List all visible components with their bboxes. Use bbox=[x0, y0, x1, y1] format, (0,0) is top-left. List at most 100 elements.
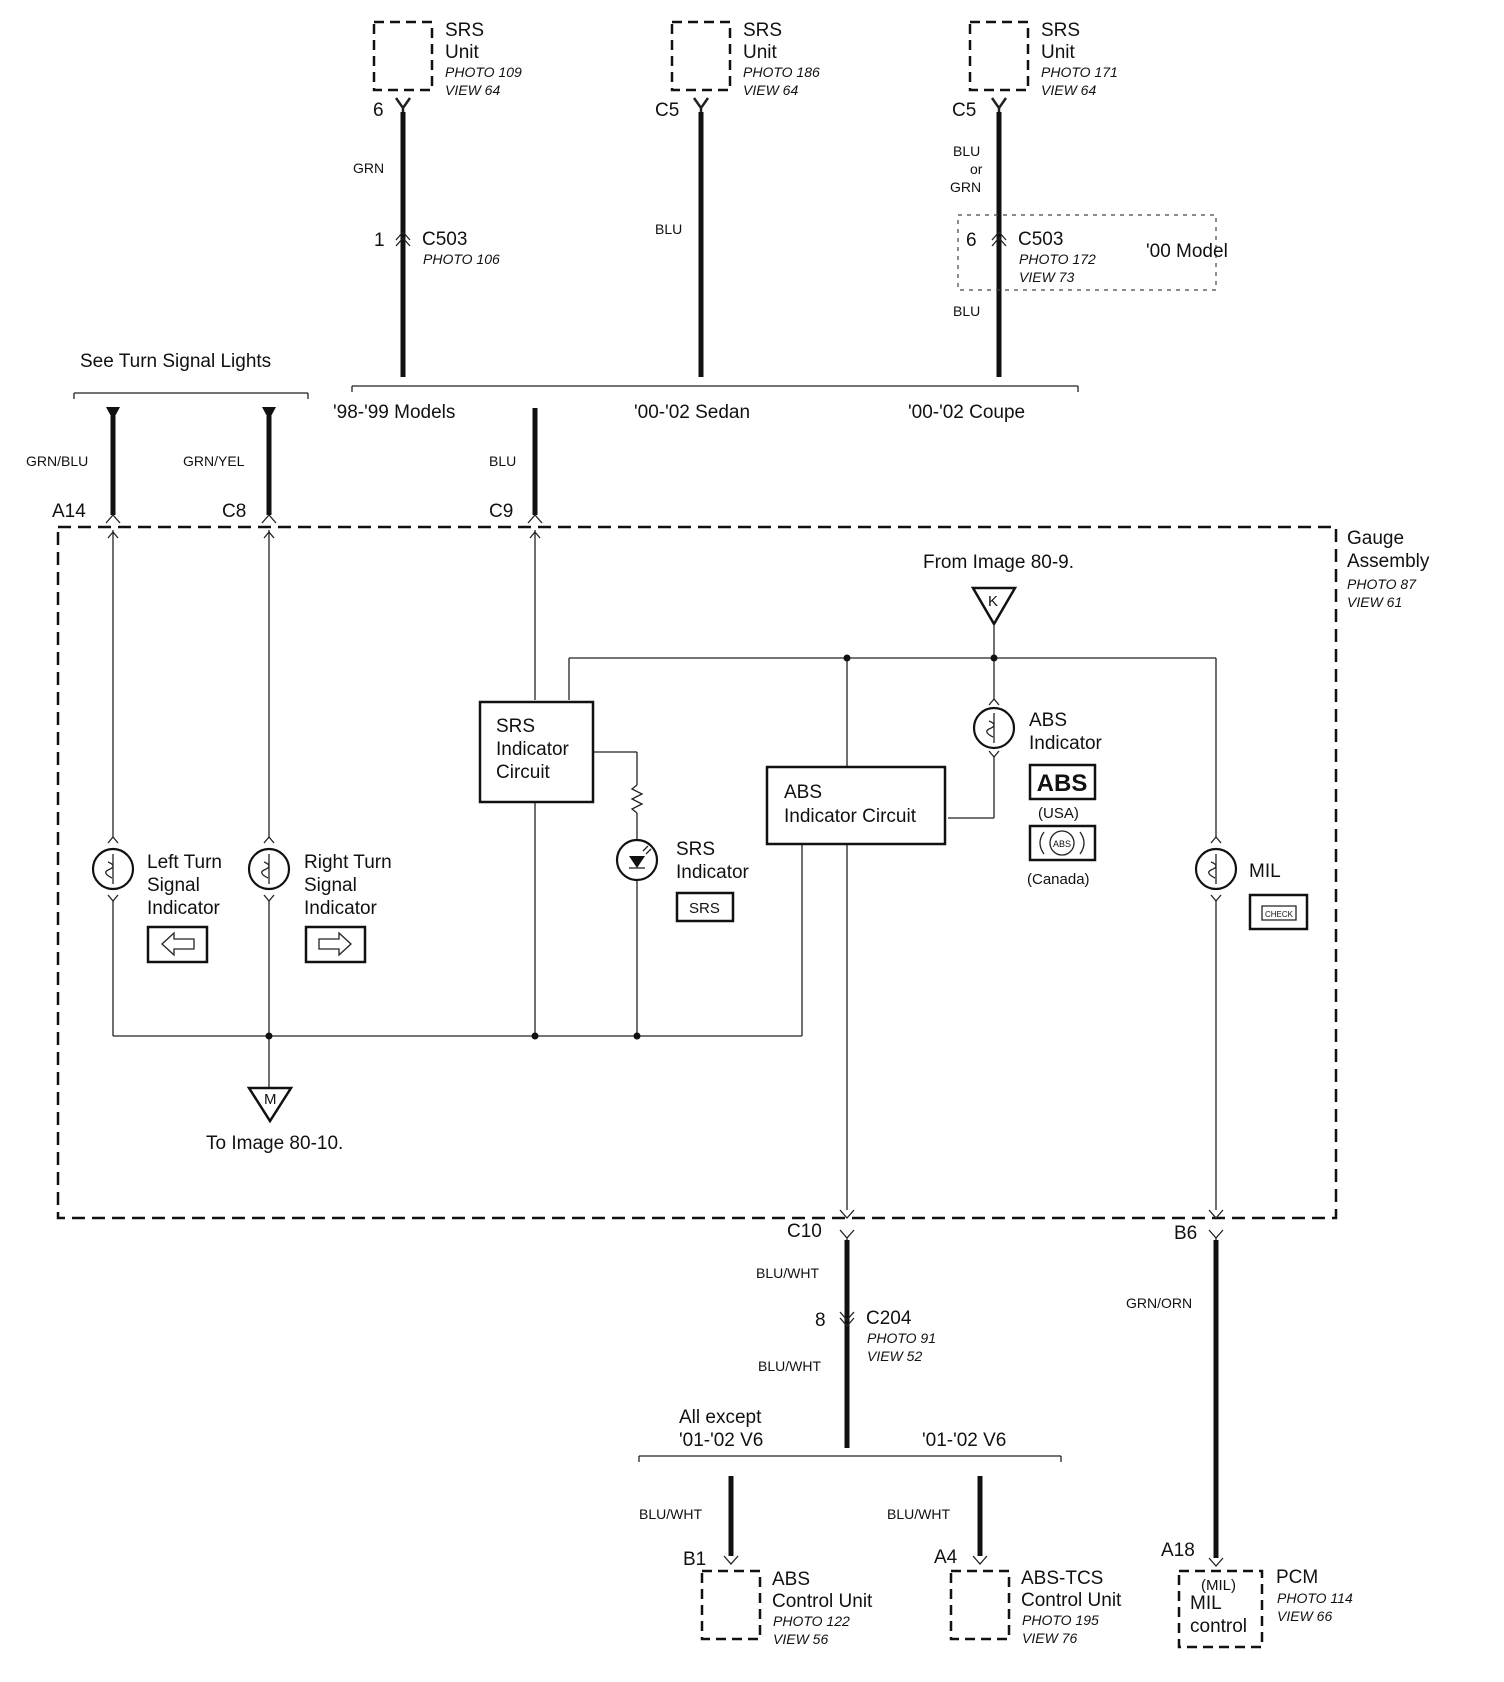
abstcs-unit-photo: PHOTO 195 bbox=[1022, 1612, 1099, 1628]
pcm-unit: A18 (MIL) MIL control PCM PHOTO 114 VIEW… bbox=[1161, 1540, 1353, 1649]
left-turn-l1: Left Turn bbox=[147, 852, 222, 873]
right-arrow-icon bbox=[304, 925, 367, 964]
left-turn-l2: Signal bbox=[147, 875, 200, 896]
srs-circuit-l1: SRS bbox=[496, 716, 535, 737]
wire-c10-color-up: BLU/WHT bbox=[756, 1265, 819, 1281]
srs-unit-2: SRS Unit PHOTO 186 VIEW 64 C5 bbox=[655, 20, 820, 121]
c204-view: VIEW 52 bbox=[867, 1348, 922, 1364]
c503-right-name: C503 bbox=[1018, 229, 1063, 250]
mil-indicator: MIL CHECK bbox=[1194, 847, 1309, 931]
variant-1a: All except bbox=[679, 1407, 762, 1428]
srs-unit-3-pin: C5 bbox=[952, 100, 976, 121]
srs-wire-3-color-or: or bbox=[970, 161, 983, 177]
c204-photo: PHOTO 91 bbox=[867, 1330, 936, 1346]
c204-connector: 8 C204 PHOTO 91 VIEW 52 bbox=[815, 1308, 936, 1364]
to-image-label: To Image 80-10. bbox=[206, 1133, 343, 1154]
srs-wire-3-color-a: BLU bbox=[953, 143, 980, 159]
gauge-title-1: Gauge bbox=[1347, 528, 1404, 549]
right-turn-indicator: Right Turn Signal Indicator bbox=[247, 847, 392, 964]
right-turn-l3: Indicator bbox=[304, 898, 378, 919]
model-label-1: '98-'99 Models bbox=[333, 402, 455, 423]
abs-indicator: ABS Indicator ABS (USA) ABS (Canada) bbox=[972, 706, 1103, 888]
c503-left: 1 C503 PHOTO 106 bbox=[374, 229, 500, 267]
srs-unit-1-view: VIEW 64 bbox=[445, 82, 500, 98]
m-connector: M To Image 80-10. bbox=[206, 1086, 343, 1154]
srs-unit-2-pin: C5 bbox=[655, 100, 679, 121]
pin-c8: C8 bbox=[222, 501, 246, 522]
k-connector: From Image 80-9. K bbox=[923, 552, 1074, 627]
srs-wire-2-color: BLU bbox=[655, 221, 682, 237]
gauge-photo: PHOTO 87 bbox=[1347, 576, 1417, 592]
wire-a14-color: GRN/BLU bbox=[26, 453, 88, 469]
c503-right: 6 C503 PHOTO 172 VIEW 73 '00 Model bbox=[957, 214, 1228, 291]
right-turn-l1: Right Turn bbox=[304, 852, 392, 873]
abs-circuit-l2: Indicator Circuit bbox=[784, 806, 917, 827]
srs-unit-3-title2: Unit bbox=[1041, 42, 1076, 63]
arrow-down-icon bbox=[262, 407, 276, 420]
abstcs-unit-pin: A4 bbox=[934, 1547, 958, 1568]
srs-circuit-l3: Circuit bbox=[496, 762, 551, 783]
srs-wire-1-color: GRN bbox=[353, 160, 384, 176]
abs-usa-label: (USA) bbox=[1038, 805, 1079, 822]
c503-right-photo: PHOTO 172 bbox=[1019, 251, 1096, 267]
pcm-photo: PHOTO 114 bbox=[1277, 1590, 1353, 1606]
gauge-assembly-box bbox=[56, 525, 1338, 1220]
abs-unit-pin: B1 bbox=[683, 1549, 706, 1570]
srs-indicator-l1: SRS bbox=[676, 839, 715, 860]
wire-a4-color: BLU/WHT bbox=[887, 1506, 950, 1522]
srs-unit-2-photo: PHOTO 186 bbox=[743, 64, 820, 80]
c503-left-pin: 1 bbox=[374, 230, 385, 251]
arrow-down-icon bbox=[106, 407, 120, 420]
srs-wire-3-color-b: GRN bbox=[950, 179, 981, 195]
abs-unit-l1: ABS bbox=[772, 1569, 810, 1590]
abs-unit-photo: PHOTO 122 bbox=[773, 1613, 850, 1629]
wire-c9-color: BLU bbox=[489, 453, 516, 469]
pcm-mil-small: (MIL) bbox=[1201, 1577, 1236, 1594]
srs-unit-1-title2: Unit bbox=[445, 42, 480, 63]
gauge-view: VIEW 61 bbox=[1347, 594, 1402, 610]
srs-unit-2-title: SRS bbox=[743, 20, 782, 41]
wire-c8-color: GRN/YEL bbox=[183, 453, 245, 469]
wire-c10-color-down: BLU/WHT bbox=[758, 1358, 821, 1374]
gauge-title-2: Assembly bbox=[1347, 551, 1430, 572]
m-label: M bbox=[264, 1091, 277, 1108]
c503-right-model-note: '00 Model bbox=[1146, 241, 1228, 262]
left-arrow-icon bbox=[146, 925, 209, 964]
from-image-label: From Image 80-9. bbox=[923, 552, 1074, 573]
c503-left-photo: PHOTO 106 bbox=[423, 251, 500, 267]
wire-b6-color: GRN/ORN bbox=[1126, 1295, 1192, 1311]
left-turn-indicator: Left Turn Signal Indicator bbox=[91, 847, 222, 964]
internal-wiring bbox=[112, 530, 1217, 1210]
pcm-title: PCM bbox=[1276, 1567, 1318, 1588]
srs-circuit-l2: Indicator bbox=[496, 739, 570, 760]
pcm-view: VIEW 66 bbox=[1277, 1608, 1332, 1624]
left-turn-l3: Indicator bbox=[147, 898, 221, 919]
variant-2: '01-'02 V6 bbox=[922, 1430, 1006, 1451]
abs-unit-l2: Control Unit bbox=[772, 1591, 873, 1612]
srs-indicator: SRS Indicator SRS bbox=[615, 838, 750, 923]
srs-unit-2-view: VIEW 64 bbox=[743, 82, 798, 98]
abs-canada-badge: ABS bbox=[1053, 839, 1071, 849]
mil-label: MIL bbox=[1249, 861, 1281, 882]
c503-left-name: C503 bbox=[422, 229, 467, 250]
variant-1b: '01-'02 V6 bbox=[679, 1430, 763, 1451]
pcm-pin: A18 bbox=[1161, 1540, 1195, 1561]
abs-indicator-l1: ABS bbox=[1029, 710, 1067, 731]
abstcs-unit-view: VIEW 76 bbox=[1022, 1630, 1077, 1646]
srs-unit-3-photo: PHOTO 171 bbox=[1041, 64, 1118, 80]
srs-indicator-l2: Indicator bbox=[676, 862, 750, 883]
srs-unit-3-view: VIEW 64 bbox=[1041, 82, 1096, 98]
abs-tcs-control-unit: A4 ABS-TCS Control Unit PHOTO 195 VIEW 7… bbox=[934, 1547, 1122, 1646]
c503-right-pin: 6 bbox=[966, 230, 977, 251]
abs-canada-label: (Canada) bbox=[1027, 871, 1090, 888]
turn-signal-reference: See Turn Signal Lights bbox=[80, 351, 271, 372]
junction-dots bbox=[265, 654, 998, 1040]
srs-unit-1-title: SRS bbox=[445, 20, 484, 41]
abs-unit-view: VIEW 56 bbox=[773, 1631, 828, 1647]
abs-indicator-l2: Indicator bbox=[1029, 733, 1103, 754]
model-label-3: '00-'02 Coupe bbox=[908, 402, 1025, 423]
srs-unit-1: SRS Unit PHOTO 109 VIEW 64 6 bbox=[372, 20, 522, 121]
pin-a14: A14 bbox=[52, 501, 86, 522]
srs-unit-3-title: SRS bbox=[1041, 20, 1080, 41]
